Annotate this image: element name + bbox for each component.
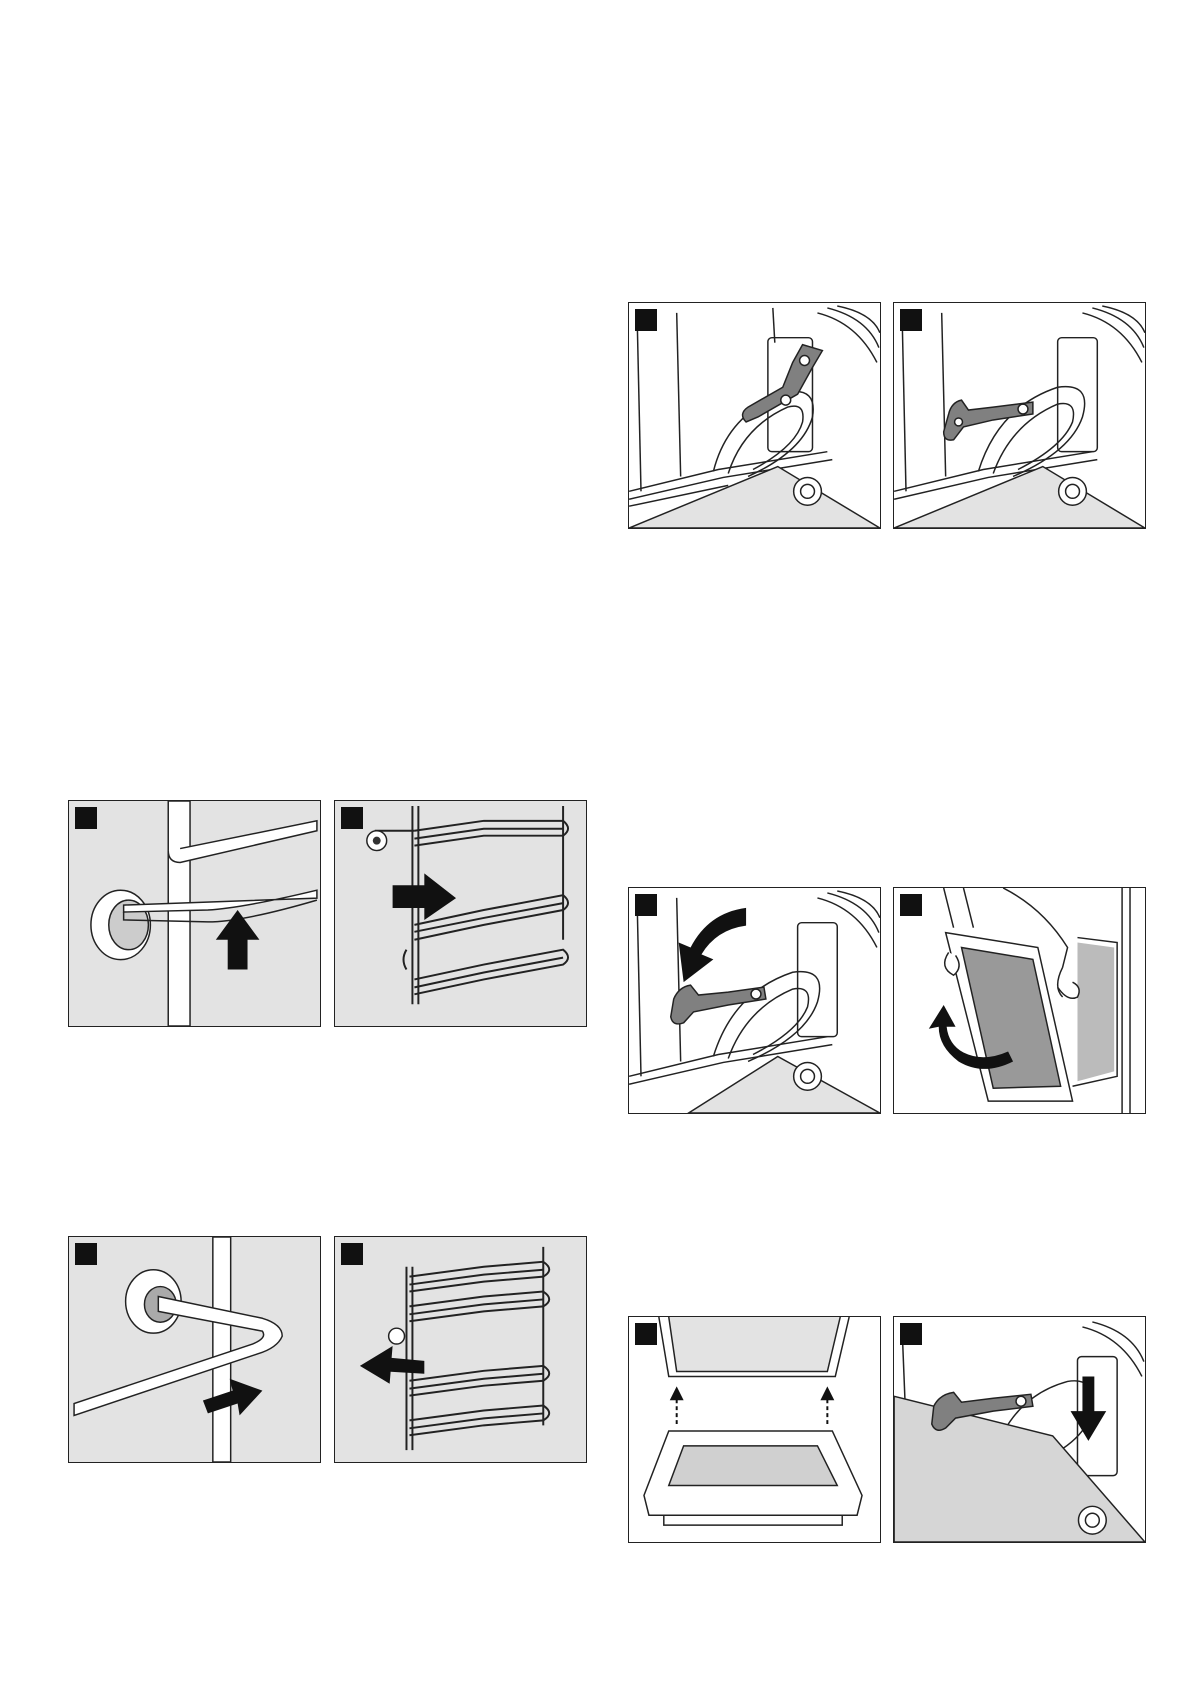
door-reinsert-illustration bbox=[629, 1317, 880, 1542]
step-marker bbox=[341, 807, 363, 829]
arrow-right-icon bbox=[203, 1379, 262, 1416]
step-marker bbox=[900, 1323, 922, 1345]
step-marker bbox=[75, 1243, 97, 1265]
step-marker bbox=[635, 1323, 657, 1345]
arrow-right-icon bbox=[393, 873, 456, 920]
hinge-lever-down-illustration bbox=[894, 303, 1145, 528]
figure-b-panel-1 bbox=[68, 800, 321, 1027]
dashed-up-arrow-icon bbox=[670, 1386, 684, 1424]
step-marker bbox=[341, 1243, 363, 1265]
rail-lift-illustration bbox=[69, 801, 320, 1026]
step-marker bbox=[635, 894, 657, 916]
hinge-lever-fold-illustration bbox=[629, 888, 880, 1113]
door-lift-off-illustration bbox=[894, 888, 1145, 1113]
arrow-down-icon bbox=[1071, 1376, 1107, 1440]
arrow-left-icon bbox=[360, 1346, 424, 1384]
figure-e-panel-2 bbox=[893, 1316, 1146, 1543]
figure-c-panel-1 bbox=[628, 887, 881, 1114]
step-marker bbox=[75, 807, 97, 829]
figure-e-panel-1 bbox=[628, 1316, 881, 1543]
rail-pull-out-illustration bbox=[335, 801, 586, 1026]
figure-a-panel-2 bbox=[893, 302, 1146, 529]
figure-c-panel-2 bbox=[893, 887, 1146, 1114]
figure-d-panel-2 bbox=[334, 1236, 587, 1463]
step-marker bbox=[900, 309, 922, 331]
figure-b-panel-2 bbox=[334, 800, 587, 1027]
rail-push-in-illustration bbox=[335, 1237, 586, 1462]
figure-d-panel-1 bbox=[68, 1236, 321, 1463]
rotate-arrow-icon bbox=[679, 908, 746, 982]
rail-insert-illustration bbox=[69, 1237, 320, 1462]
arrow-up-icon bbox=[216, 910, 260, 969]
hinge-lever-close-illustration bbox=[894, 1317, 1145, 1542]
dashed-up-arrow-icon bbox=[820, 1386, 834, 1424]
step-marker bbox=[635, 309, 657, 331]
figure-a-panel-1 bbox=[628, 302, 881, 529]
hinge-lever-up-illustration bbox=[629, 303, 880, 528]
step-marker bbox=[900, 894, 922, 916]
